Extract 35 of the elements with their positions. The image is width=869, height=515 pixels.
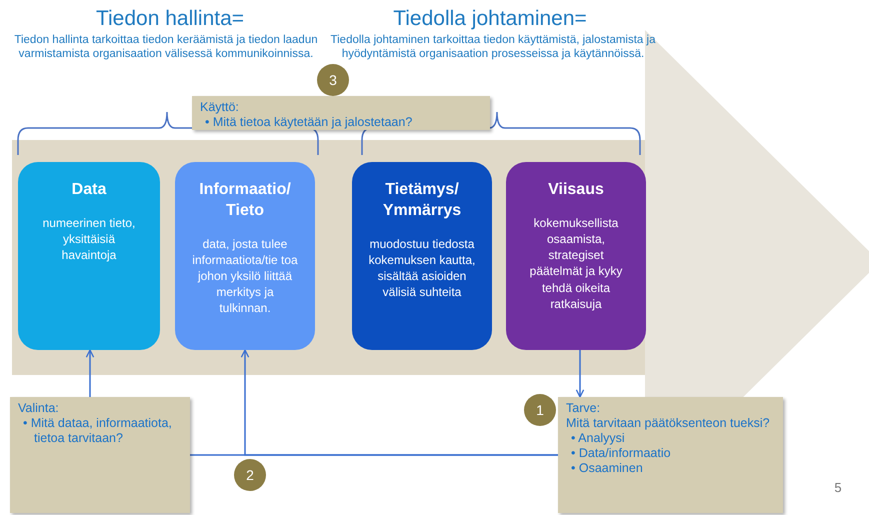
note-box xyxy=(558,397,783,513)
description-text: Tiedon hallinta tarkoittaa tiedon keräämistä ja tiedon laadun varmistamista organisaation välisessä kommunikoinnissa. xyxy=(13,33,319,62)
concept-card xyxy=(18,162,160,350)
note-heading: Tarve: xyxy=(566,401,602,416)
bullet-item: • Analyysi xyxy=(570,431,626,446)
card-heading: Tietämys/ Ymmärrys xyxy=(382,180,462,221)
card-heading: Informaatio/ Tieto xyxy=(198,180,292,221)
bullet-item: • Mitä dataa, informaatiota, tietoa tarvitaan? xyxy=(22,416,173,446)
arrow xyxy=(576,350,584,398)
note-heading: Käyttö: xyxy=(200,100,240,115)
title-heading: Tiedolla johtaminen= xyxy=(392,6,588,32)
page-number: 5 xyxy=(833,480,843,496)
card-heading: Data xyxy=(70,180,108,200)
card-description: data, josta tulee informaatiota/tie toa johon yksilö liittää merkitys ja tulkinnan. xyxy=(191,236,299,317)
arrow xyxy=(240,349,558,456)
concept-card xyxy=(506,162,646,350)
number-badge: 1 xyxy=(524,394,556,426)
bullet-item: • Osaaminen xyxy=(570,461,644,476)
note-box xyxy=(10,397,190,513)
card-description: kokemuksellista osaamista, strategiset päätelmät ja kyky tehdä oikeita ratkaisuja xyxy=(528,214,624,312)
bullet-item: • Mitä tietoa käytetään ja jalostetaan? xyxy=(204,115,414,130)
arrow xyxy=(86,349,94,397)
note-heading: Valinta: xyxy=(18,401,60,416)
note-box xyxy=(192,96,490,130)
card-description: muodostuu tiedosta kokemuksen kautta, sisältää asioiden välisiä suhteita xyxy=(368,236,476,300)
card-description: numeerinen tieto, yksittäisiä havaintoja xyxy=(42,214,136,264)
question-text: Mitä tarvitaan päätöksenteon tueksi? xyxy=(566,416,771,431)
card-heading: Viisaus xyxy=(547,180,605,200)
concept-card xyxy=(175,162,315,350)
number-badge: 3 xyxy=(317,64,349,96)
number-badge: 2 xyxy=(234,459,266,491)
title-heading: Tiedon hallinta= xyxy=(94,6,246,32)
concept-card xyxy=(352,162,492,350)
description-text: Tiedolla johtaminen tarkoittaa tiedon käyttämistä, jalostamista ja hyödyntämistä organisaation prosesseissa ja käytännöissä. xyxy=(330,33,656,62)
bullet-item: • Data/informaatio xyxy=(570,446,672,461)
